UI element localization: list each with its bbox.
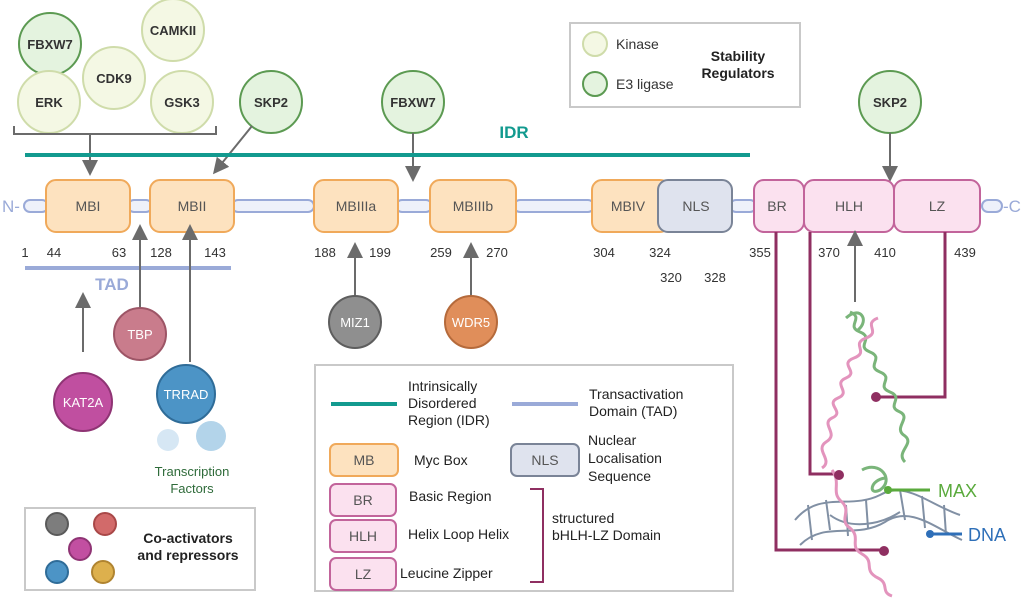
dna-label: DNA bbox=[968, 525, 1006, 545]
n-terminus: N- bbox=[2, 197, 20, 216]
tf-large-circle bbox=[196, 421, 226, 451]
wdr5-label: WDR5 bbox=[452, 315, 490, 330]
legend-nls-2: Localisation bbox=[588, 450, 662, 466]
wdr5-circle bbox=[444, 295, 498, 349]
pos-63: 63 bbox=[112, 245, 126, 260]
max-label: MAX bbox=[938, 481, 977, 501]
nls-domain bbox=[657, 179, 733, 233]
legend-lz-label: Leucine Zipper bbox=[400, 565, 493, 581]
e3-skp2-left-label: SKP2 bbox=[254, 95, 288, 110]
idr-label: IDR bbox=[499, 123, 528, 142]
tf-label-1: Transcription bbox=[155, 464, 230, 479]
pos-410: 410 bbox=[874, 245, 896, 260]
legend-stability-title-2: Regulators bbox=[701, 65, 774, 81]
e3-skp2-right-label: SKP2 bbox=[873, 95, 907, 110]
legend-idr-2: Disordered bbox=[408, 395, 476, 411]
domain-mbi: MBI bbox=[76, 198, 101, 214]
domain-br: BR bbox=[767, 198, 786, 214]
domain-lz: LZ bbox=[929, 198, 946, 214]
miz1-label: MIZ1 bbox=[340, 315, 370, 330]
kinase-cdk9-label: CDK9 bbox=[96, 71, 131, 86]
legend-idr-1: Intrinsically bbox=[408, 378, 477, 394]
kat2a-circle bbox=[53, 372, 113, 432]
pos-128: 128 bbox=[150, 245, 172, 260]
pos-259: 259 bbox=[430, 245, 452, 260]
kat2a-label: KAT2A bbox=[63, 395, 104, 410]
structure-connectors bbox=[774, 232, 947, 552]
domain-nls: NLS bbox=[682, 198, 709, 214]
stability-legend-box bbox=[569, 22, 801, 108]
protein-dna-structure bbox=[794, 310, 963, 598]
legend-stability-title-1: Stability bbox=[711, 48, 766, 64]
legend-nls-1: Nuclear bbox=[588, 432, 637, 448]
tf-small-circle bbox=[157, 429, 179, 451]
pos-355: 355 bbox=[749, 245, 771, 260]
domain-mbiiib: MBIIIb bbox=[453, 198, 494, 214]
pos-324: 324 bbox=[649, 245, 671, 260]
pos-439: 439 bbox=[954, 245, 976, 260]
domain-mbii: MBII bbox=[178, 198, 207, 214]
tbp-circle bbox=[113, 307, 167, 361]
tad-label: TAD bbox=[95, 275, 129, 294]
domain-mbiiia: MBIIIa bbox=[336, 198, 377, 214]
kinase-gsk3-label: GSK3 bbox=[164, 95, 199, 110]
pos-304: 304 bbox=[593, 245, 615, 260]
legend-struct-2: bHLH-LZ Domain bbox=[552, 527, 661, 543]
legend-kinase-label: Kinase bbox=[616, 36, 659, 52]
pos-1: 1 bbox=[21, 245, 28, 260]
legend-lz-box: LZ bbox=[355, 566, 372, 582]
legend-bracket bbox=[530, 488, 544, 583]
legend-hlh-box: HLH bbox=[349, 528, 377, 544]
legend-tad-1: Transactivation bbox=[589, 386, 683, 402]
coactivator-dots bbox=[45, 512, 117, 584]
tbp-label: TBP bbox=[127, 327, 152, 342]
miz1-circle bbox=[328, 295, 382, 349]
tf-label-2: Factors bbox=[170, 481, 214, 496]
legend-mb-box: MB bbox=[354, 452, 375, 468]
legend-nls-3: Sequence bbox=[588, 468, 651, 484]
legend-idr-3: Region (IDR) bbox=[408, 412, 490, 428]
legend-struct-1: structured bbox=[552, 510, 614, 526]
legend-tad-2: Domain (TAD) bbox=[589, 403, 677, 419]
domain-mbiv: MBIV bbox=[611, 198, 646, 214]
kinase-cluster: CAMKII FBXW7 CDK9 ERK GSK3 bbox=[17, 0, 214, 134]
pos-370: 370 bbox=[818, 245, 840, 260]
legend-br-box: BR bbox=[353, 492, 372, 508]
kinase-bracket bbox=[13, 126, 217, 135]
pos-44: 44 bbox=[47, 245, 61, 260]
coactivators-line2: and repressors bbox=[137, 547, 238, 563]
trrad-circle bbox=[156, 364, 216, 424]
legend-hlh-label: Helix Loop Helix bbox=[408, 526, 509, 542]
coactivators-line1: Co-activators bbox=[143, 530, 233, 546]
pos-188: 188 bbox=[314, 245, 336, 260]
pos-328: 328 bbox=[704, 270, 726, 285]
bhlh-lz-boxes bbox=[753, 179, 981, 233]
pos-270: 270 bbox=[486, 245, 508, 260]
myc-boxes bbox=[45, 179, 671, 233]
pos-143: 143 bbox=[204, 245, 226, 260]
legend-nls-box: NLS bbox=[531, 452, 558, 468]
kinase-erk-label: ERK bbox=[35, 95, 63, 110]
pos-320: 320 bbox=[660, 270, 682, 285]
legend-br-label: Basic Region bbox=[409, 488, 492, 504]
legend-e3-label: E3 ligase bbox=[616, 76, 674, 92]
residue-positions: 1 44 63 128 143 188 199 259 270 304 324 … bbox=[21, 245, 975, 285]
trrad-label: TRRAD bbox=[164, 387, 209, 402]
kinase-camkii-label: CAMKII bbox=[150, 23, 196, 38]
e3-fbxw7-middle-label: FBXW7 bbox=[390, 95, 436, 110]
e3-fbxw7-left-label: FBXW7 bbox=[27, 37, 73, 52]
e3-skp2-left bbox=[239, 70, 303, 134]
pos-199: 199 bbox=[369, 245, 391, 260]
c-terminus: -C bbox=[1003, 197, 1021, 216]
legend-mb-label: Myc Box bbox=[414, 452, 468, 468]
domain-hlh: HLH bbox=[835, 198, 863, 214]
